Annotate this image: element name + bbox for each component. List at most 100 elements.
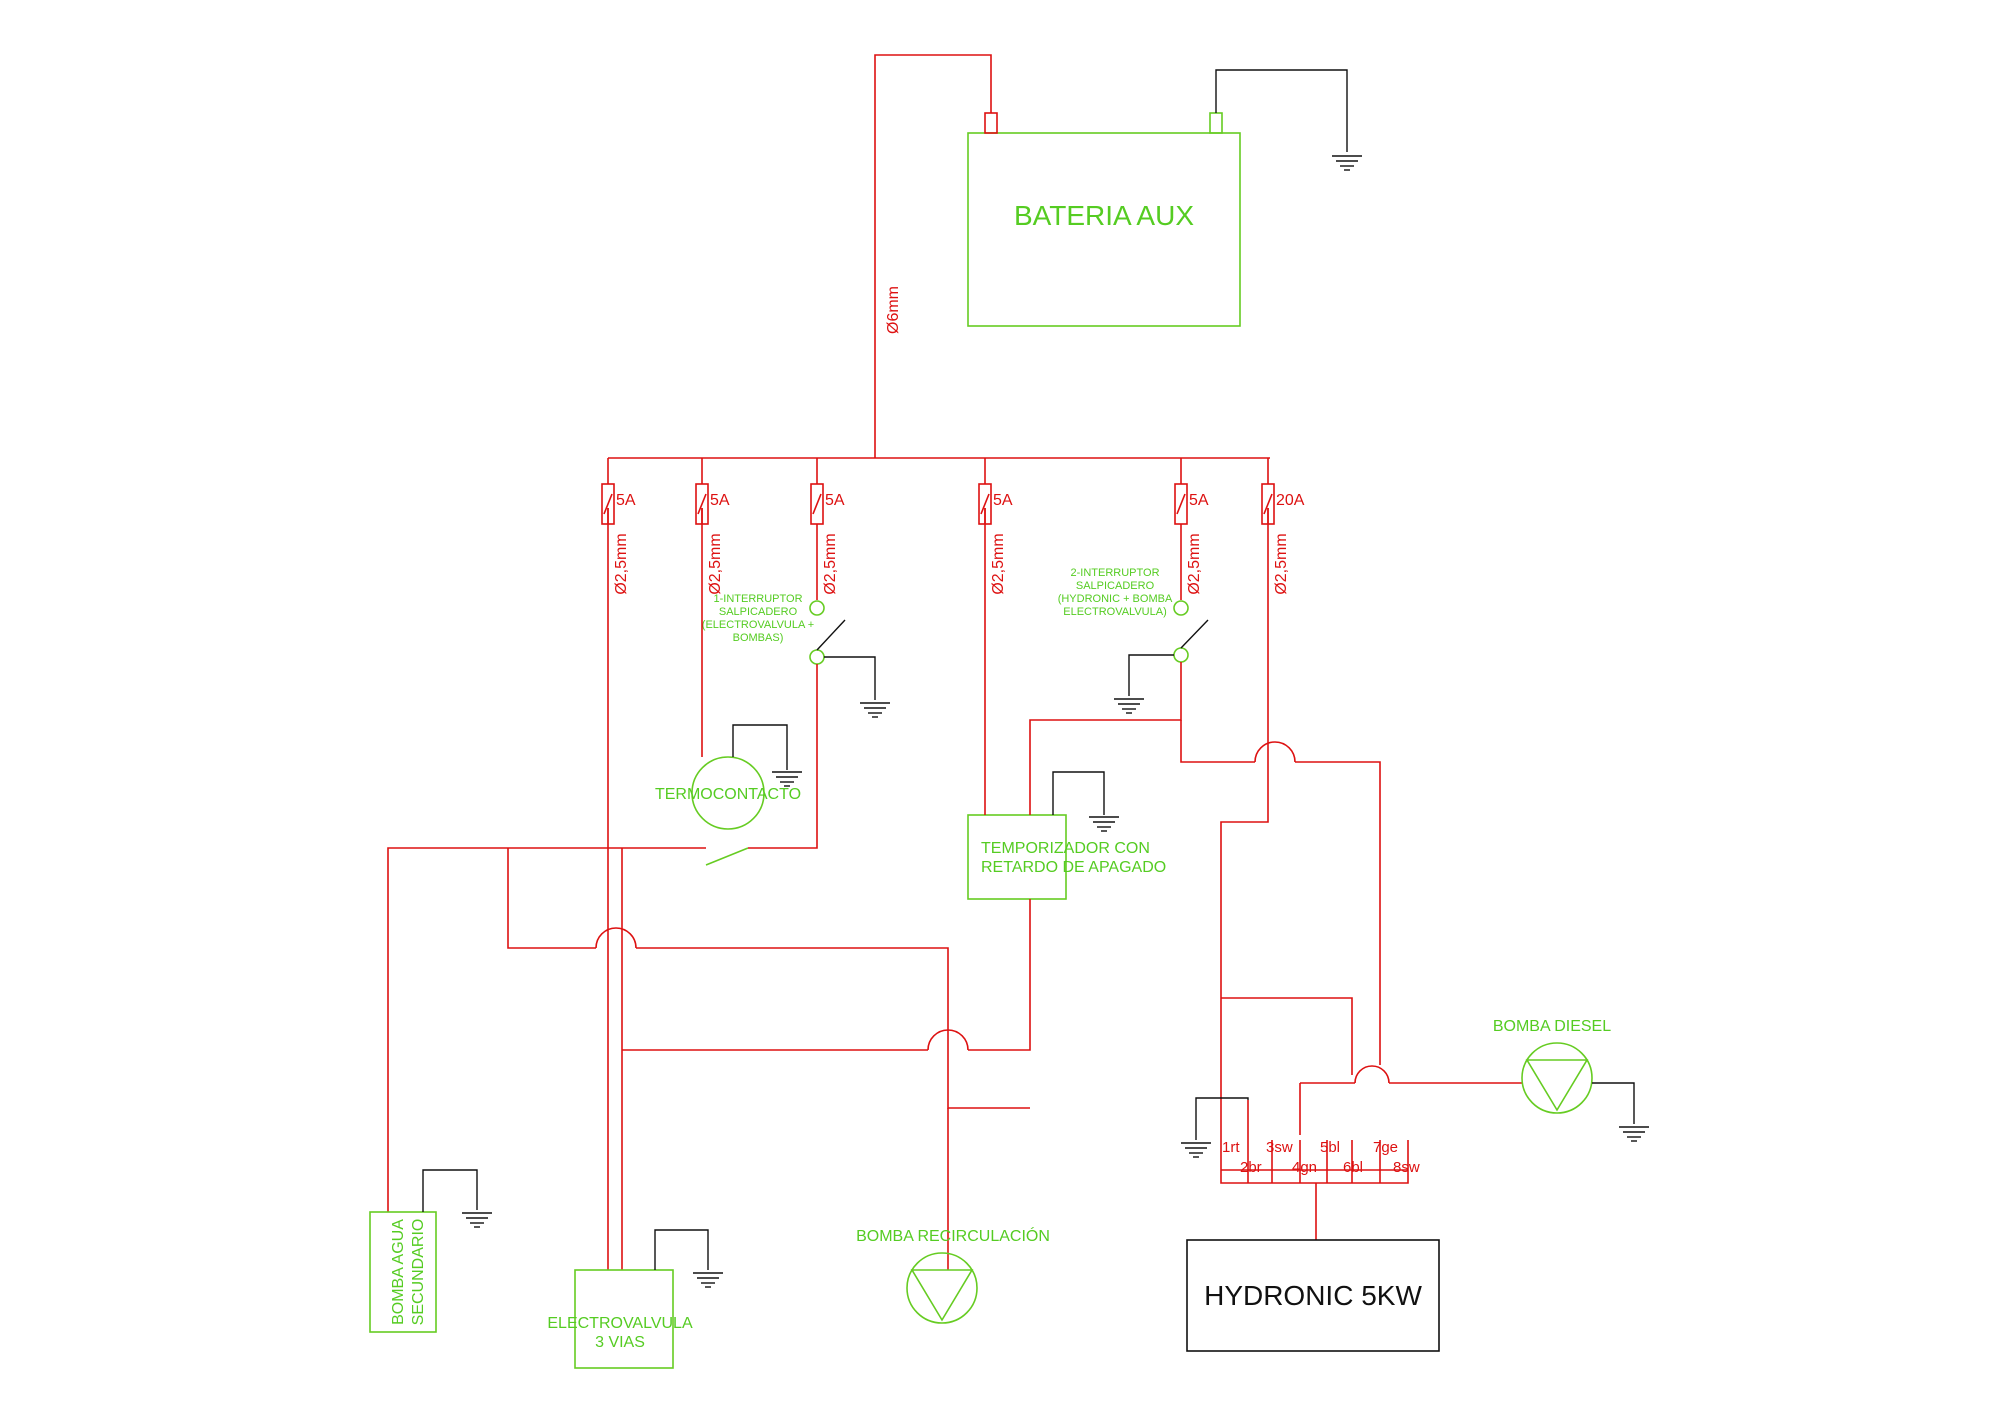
fuse-element xyxy=(980,493,990,515)
heater-harness-wire-a xyxy=(1221,997,1353,1075)
switch-1-label-line4: BOMBAS) xyxy=(733,632,784,644)
fuse-element xyxy=(812,493,822,515)
pin-label: 1rt xyxy=(1222,1139,1240,1156)
termocontacto-to-secondary-pump-wire xyxy=(387,847,706,1212)
switch-2-label-line1: 2-INTERRUPTOR xyxy=(1070,567,1159,579)
pin-label: 7ge xyxy=(1373,1139,1398,1156)
wire-crossover xyxy=(595,927,637,949)
battery-ground-wire xyxy=(1215,69,1348,152)
valve-label-line2: 3 VIAS xyxy=(595,1334,645,1351)
fuse-cable-label: Ø2,5mm xyxy=(990,533,1007,594)
hydronic-heater: HYDRONIC 5KW xyxy=(1186,1239,1440,1352)
timer-relay: TEMPORIZADOR CON RETARDO DE APAGADO xyxy=(967,814,1166,900)
pin-label: 5bl xyxy=(1320,1139,1340,1156)
termocontacto-ground-wire xyxy=(732,724,788,770)
fuse-element xyxy=(1176,493,1186,515)
fuse-cable-label: Ø2,5mm xyxy=(822,533,839,594)
switch-2-label-line2: SALPICADERO xyxy=(1076,580,1155,592)
fuse-branch: 5A Ø2,5mm xyxy=(1174,458,1209,600)
switch-1-output-wire xyxy=(748,664,818,849)
diesel-pump-body xyxy=(1521,1042,1593,1114)
switch-1-label-line2: SALPICADERO xyxy=(719,606,798,618)
switch-2-lever xyxy=(1180,619,1209,649)
fuse-rating-label: 5A xyxy=(1189,492,1209,509)
battery-positive-terminal xyxy=(984,112,998,134)
switch-1-label-line3: (ELECTROVALVULA + xyxy=(702,619,814,631)
valve-label-line1: ELECTROVALVULA xyxy=(547,1315,693,1332)
fuse-cable-label: Ø2,5mm xyxy=(707,533,724,594)
fuse-cable-label: Ø2,5mm xyxy=(1186,533,1203,594)
fuse-rating-label: 5A xyxy=(825,492,845,509)
wire-crossover xyxy=(1254,741,1296,763)
ground-icon xyxy=(1619,1126,1649,1142)
ground-icon xyxy=(1181,1142,1211,1158)
switch-1-ground-wire xyxy=(824,656,876,700)
pump-triangle-icon xyxy=(910,1269,974,1322)
fuse-6-to-heater-wire xyxy=(1220,508,1269,1100)
switch-1: 1-INTERRUPTOR SALPICADERO (ELECTROVALVUL… xyxy=(702,593,846,665)
pin-label: 8sw xyxy=(1393,1159,1420,1176)
ground-icon xyxy=(693,1272,723,1288)
timer-box xyxy=(967,814,1067,900)
three-way-valve: ELECTROVALVULA 3 VIAS xyxy=(547,1269,693,1369)
diesel-pump-label: BOMBA DIESEL xyxy=(1493,1018,1611,1035)
wire-crossover xyxy=(1354,1065,1390,1084)
fuse-branch: 20A Ø2,5mm xyxy=(1261,458,1305,595)
pin-label: 6bl xyxy=(1343,1159,1363,1176)
recirc-pump-label: BOMBA RECIRCULACIÓN xyxy=(856,1226,1050,1245)
valve-box xyxy=(574,1269,674,1369)
heater-label: HYDRONIC 5KW xyxy=(1204,1280,1422,1311)
recirc-pump-body xyxy=(906,1252,978,1324)
pin-label: 2br xyxy=(1240,1159,1262,1176)
switch-1-lever xyxy=(816,619,846,651)
fuse-cable-label: Ø2,5mm xyxy=(613,533,630,594)
heater-connector: 1rt 3sw 5bl 7ge 2br 4gn 6bl 8sw xyxy=(1220,1100,1420,1184)
timer-label-line2: RETARDO DE APAGADO xyxy=(981,859,1166,876)
switch-2-upper-contact xyxy=(1173,600,1189,616)
timer-output-wire xyxy=(968,899,1031,1051)
fuse-cable-label: Ø2,5mm xyxy=(1273,533,1290,594)
switch-2-label-line4: ELECTROVALVULA) xyxy=(1063,606,1167,618)
secondary-water-pump: BOMBA AGUA SECUNDARIO xyxy=(369,1211,437,1333)
termocontacto-branch-wire xyxy=(507,848,596,949)
fuse-element xyxy=(1263,493,1273,515)
diesel-pump: BOMBA DIESEL xyxy=(1493,1018,1611,1114)
main-feed-wire xyxy=(874,54,992,458)
switch-2-to-diesel-wire xyxy=(1295,761,1381,1065)
fuse-element xyxy=(603,493,613,515)
ground-icon xyxy=(462,1212,492,1228)
secondary-pump-label-line2: SECUNDARIO xyxy=(410,1219,427,1326)
switch-2-lower-contact xyxy=(1173,647,1189,663)
battery-negative-terminal xyxy=(1209,112,1223,134)
diesel-pump-ground-wire xyxy=(1592,1082,1635,1124)
fuse-branch: 5A Ø2,5mm xyxy=(978,458,1013,595)
heater-ground-wire xyxy=(1195,1097,1249,1140)
termocontacto-contact xyxy=(705,847,749,866)
pump-triangle-icon xyxy=(1525,1059,1589,1112)
heater-box xyxy=(1186,1239,1440,1352)
battery-box xyxy=(967,132,1241,327)
ground-icon xyxy=(1089,816,1119,832)
secondary-pump-label-line1: BOMBA AGUA xyxy=(390,1219,407,1325)
switch-1-lower-contact xyxy=(809,649,825,665)
recirc-feed-upper-wire xyxy=(636,947,949,1030)
ground-icon xyxy=(1332,155,1362,171)
switch-2-label-line3: (HYDRONIC + BOMBA xyxy=(1058,593,1173,605)
timer-label-line1: TEMPORIZADOR CON xyxy=(981,840,1150,857)
secondary-pump-box xyxy=(369,1211,437,1333)
main-cable-label: Ø6mm xyxy=(885,286,902,334)
battery-label: BATERIA AUX xyxy=(1014,200,1194,231)
fuse-element xyxy=(697,493,707,515)
fuse-rating-label: 5A xyxy=(993,492,1013,509)
fuse-rating-label: 20A xyxy=(1276,492,1305,509)
secondary-pump-ground-wire xyxy=(422,1169,478,1212)
ground-icon xyxy=(1114,698,1144,714)
fuse-rating-label: 5A xyxy=(616,492,636,509)
recirculation-pump: BOMBA RECIRCULACIÓN xyxy=(856,1226,1050,1324)
pin-label: 3sw xyxy=(1266,1139,1293,1156)
termocontacto-body xyxy=(691,756,765,830)
switch-2-ground-wire xyxy=(1128,654,1174,696)
recirc-to-timer-wire xyxy=(947,1030,1030,1109)
pin-label: 4gn xyxy=(1292,1159,1317,1176)
